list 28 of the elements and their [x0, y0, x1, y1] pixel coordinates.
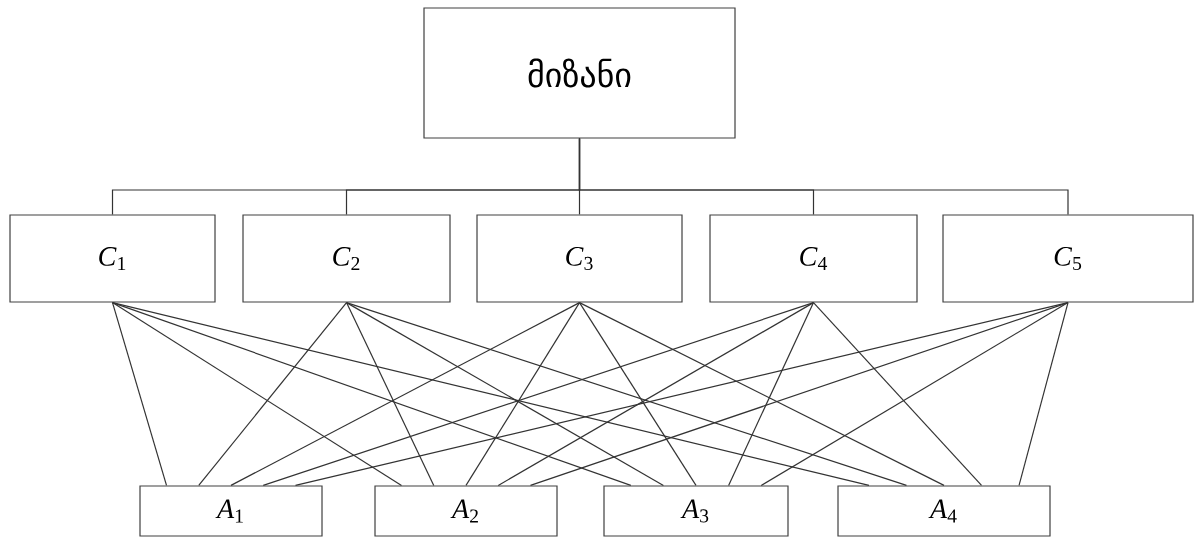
- connector-line: [578, 302, 945, 486]
- criterion-box: C$_{2}$: [242, 214, 451, 303]
- connector-line: [198, 302, 348, 486]
- goal-box: მიზანი: [423, 7, 736, 139]
- connector-line: [111, 302, 403, 486]
- connector-line: [345, 302, 664, 486]
- connector-line: [465, 302, 581, 486]
- alternative-box: A$_{2}$: [374, 485, 558, 537]
- connector-line: [578, 138, 1069, 215]
- connector-line: [111, 302, 168, 486]
- connector-line: [111, 302, 870, 486]
- connector-line: [1018, 302, 1069, 486]
- connector-line: [345, 302, 435, 486]
- criterion-box: C$_{4}$: [709, 214, 918, 303]
- connector-line: [230, 302, 581, 486]
- criterion-box: C$_{5}$: [942, 214, 1194, 303]
- criterion-box: C$_{3}$: [476, 214, 683, 303]
- connector-line: [812, 302, 983, 486]
- connector-line: [728, 302, 815, 486]
- criterion-box: C$_{1}$: [9, 214, 216, 303]
- connector-line: [578, 302, 697, 486]
- alternative-box: A$_{4}$: [837, 485, 1051, 537]
- connector-line: [760, 302, 1069, 486]
- connector-line: [529, 302, 1069, 486]
- connector-line: [345, 302, 908, 486]
- alternative-box: A$_{1}$: [139, 485, 323, 537]
- connector-line: [497, 302, 815, 486]
- alternative-box: A$_{3}$: [603, 485, 789, 537]
